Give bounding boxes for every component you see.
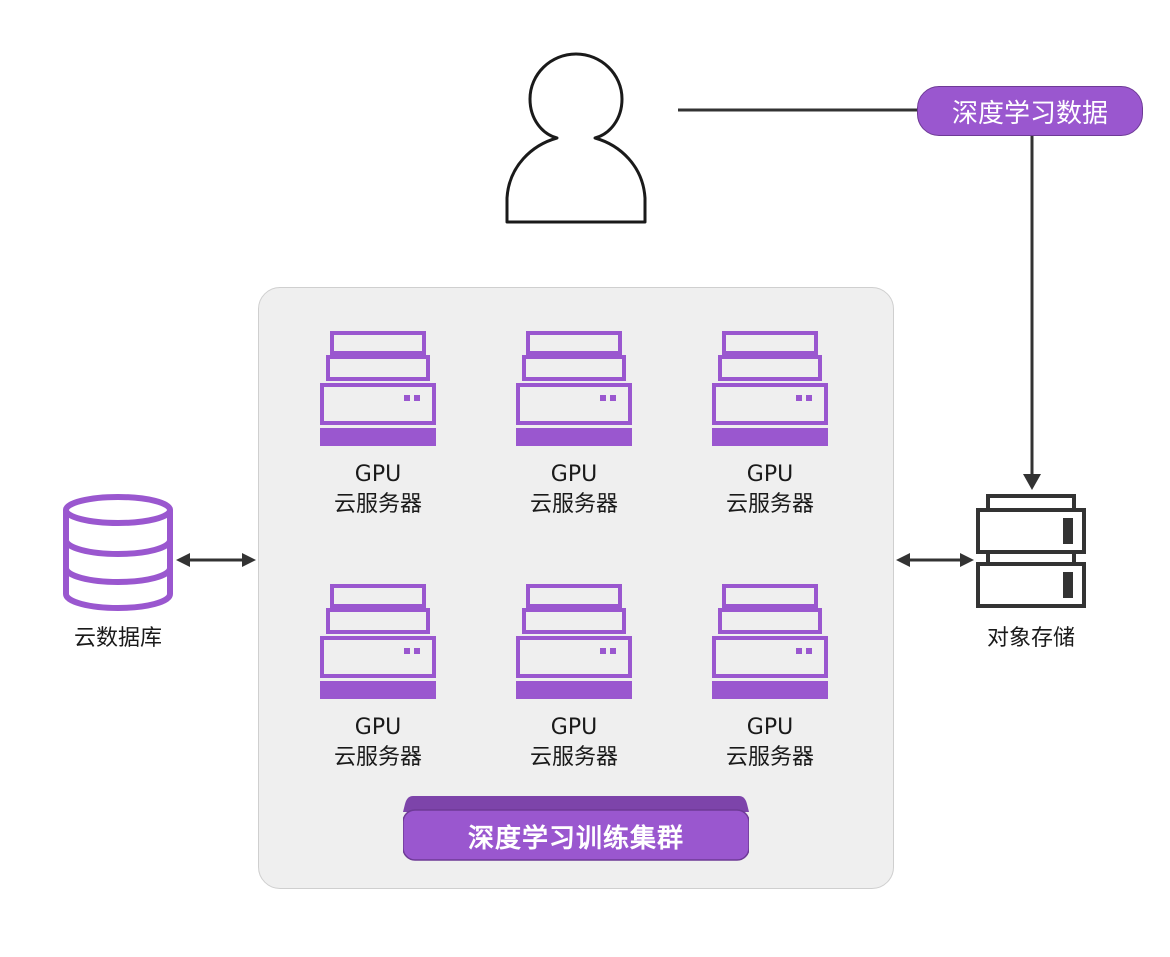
gpu-server-label: GPU 云服务器 (690, 460, 850, 520)
gpu-server-label-line2: 云服务器 (725, 492, 814, 517)
cluster-label: 深度学习训练集群 (467, 823, 684, 854)
gpu-server-label: GPU 云服务器 (690, 713, 850, 773)
db-cluster-double-arrow (176, 553, 256, 567)
object-storage-label: 对象存储 (986, 626, 1075, 651)
cluster-storage-double-arrow (896, 553, 974, 567)
gpu-server-label-line2: 云服务器 (529, 492, 618, 517)
gpu-server-icon (712, 330, 828, 446)
gpu-server-label: GPU 云服务器 (298, 713, 458, 773)
gpu-server-label-line1: GPU (746, 715, 794, 740)
gpu-server-icon (712, 583, 828, 699)
gpu-server-label-line2: 云服务器 (333, 745, 422, 770)
cluster-badge-shape (403, 796, 749, 861)
gpu-server-label: GPU 云服务器 (494, 460, 654, 520)
gpu-server-label-line1: GPU (550, 715, 598, 740)
gpu-server-label-line1: GPU (354, 462, 402, 487)
gpu-server-icon (320, 583, 436, 699)
deep-learning-data-badge: 深度学习数据 (917, 86, 1143, 136)
cloud-database-label: 云数据库 (73, 626, 162, 651)
database-icon (63, 494, 173, 612)
object-storage-icon (976, 494, 1086, 608)
gpu-server-label-line2: 云服务器 (529, 745, 618, 770)
gpu-server-label-line1: GPU (550, 462, 598, 487)
gpu-server-label-line2: 云服务器 (333, 492, 422, 517)
gpu-server-label-line1: GPU (746, 462, 794, 487)
user-icon (505, 52, 647, 224)
gpu-server-icon (320, 330, 436, 446)
deep-learning-data-label: 深度学习数据 (951, 98, 1108, 129)
user-to-data-line (678, 108, 918, 112)
gpu-server-label-line1: GPU (354, 715, 402, 740)
data-to-storage-arrow (1023, 136, 1041, 490)
gpu-server-label: GPU 云服务器 (494, 713, 654, 773)
gpu-server-icon (516, 583, 632, 699)
gpu-server-icon (516, 330, 632, 446)
gpu-server-label-line2: 云服务器 (725, 745, 814, 770)
gpu-server-label: GPU 云服务器 (298, 460, 458, 520)
